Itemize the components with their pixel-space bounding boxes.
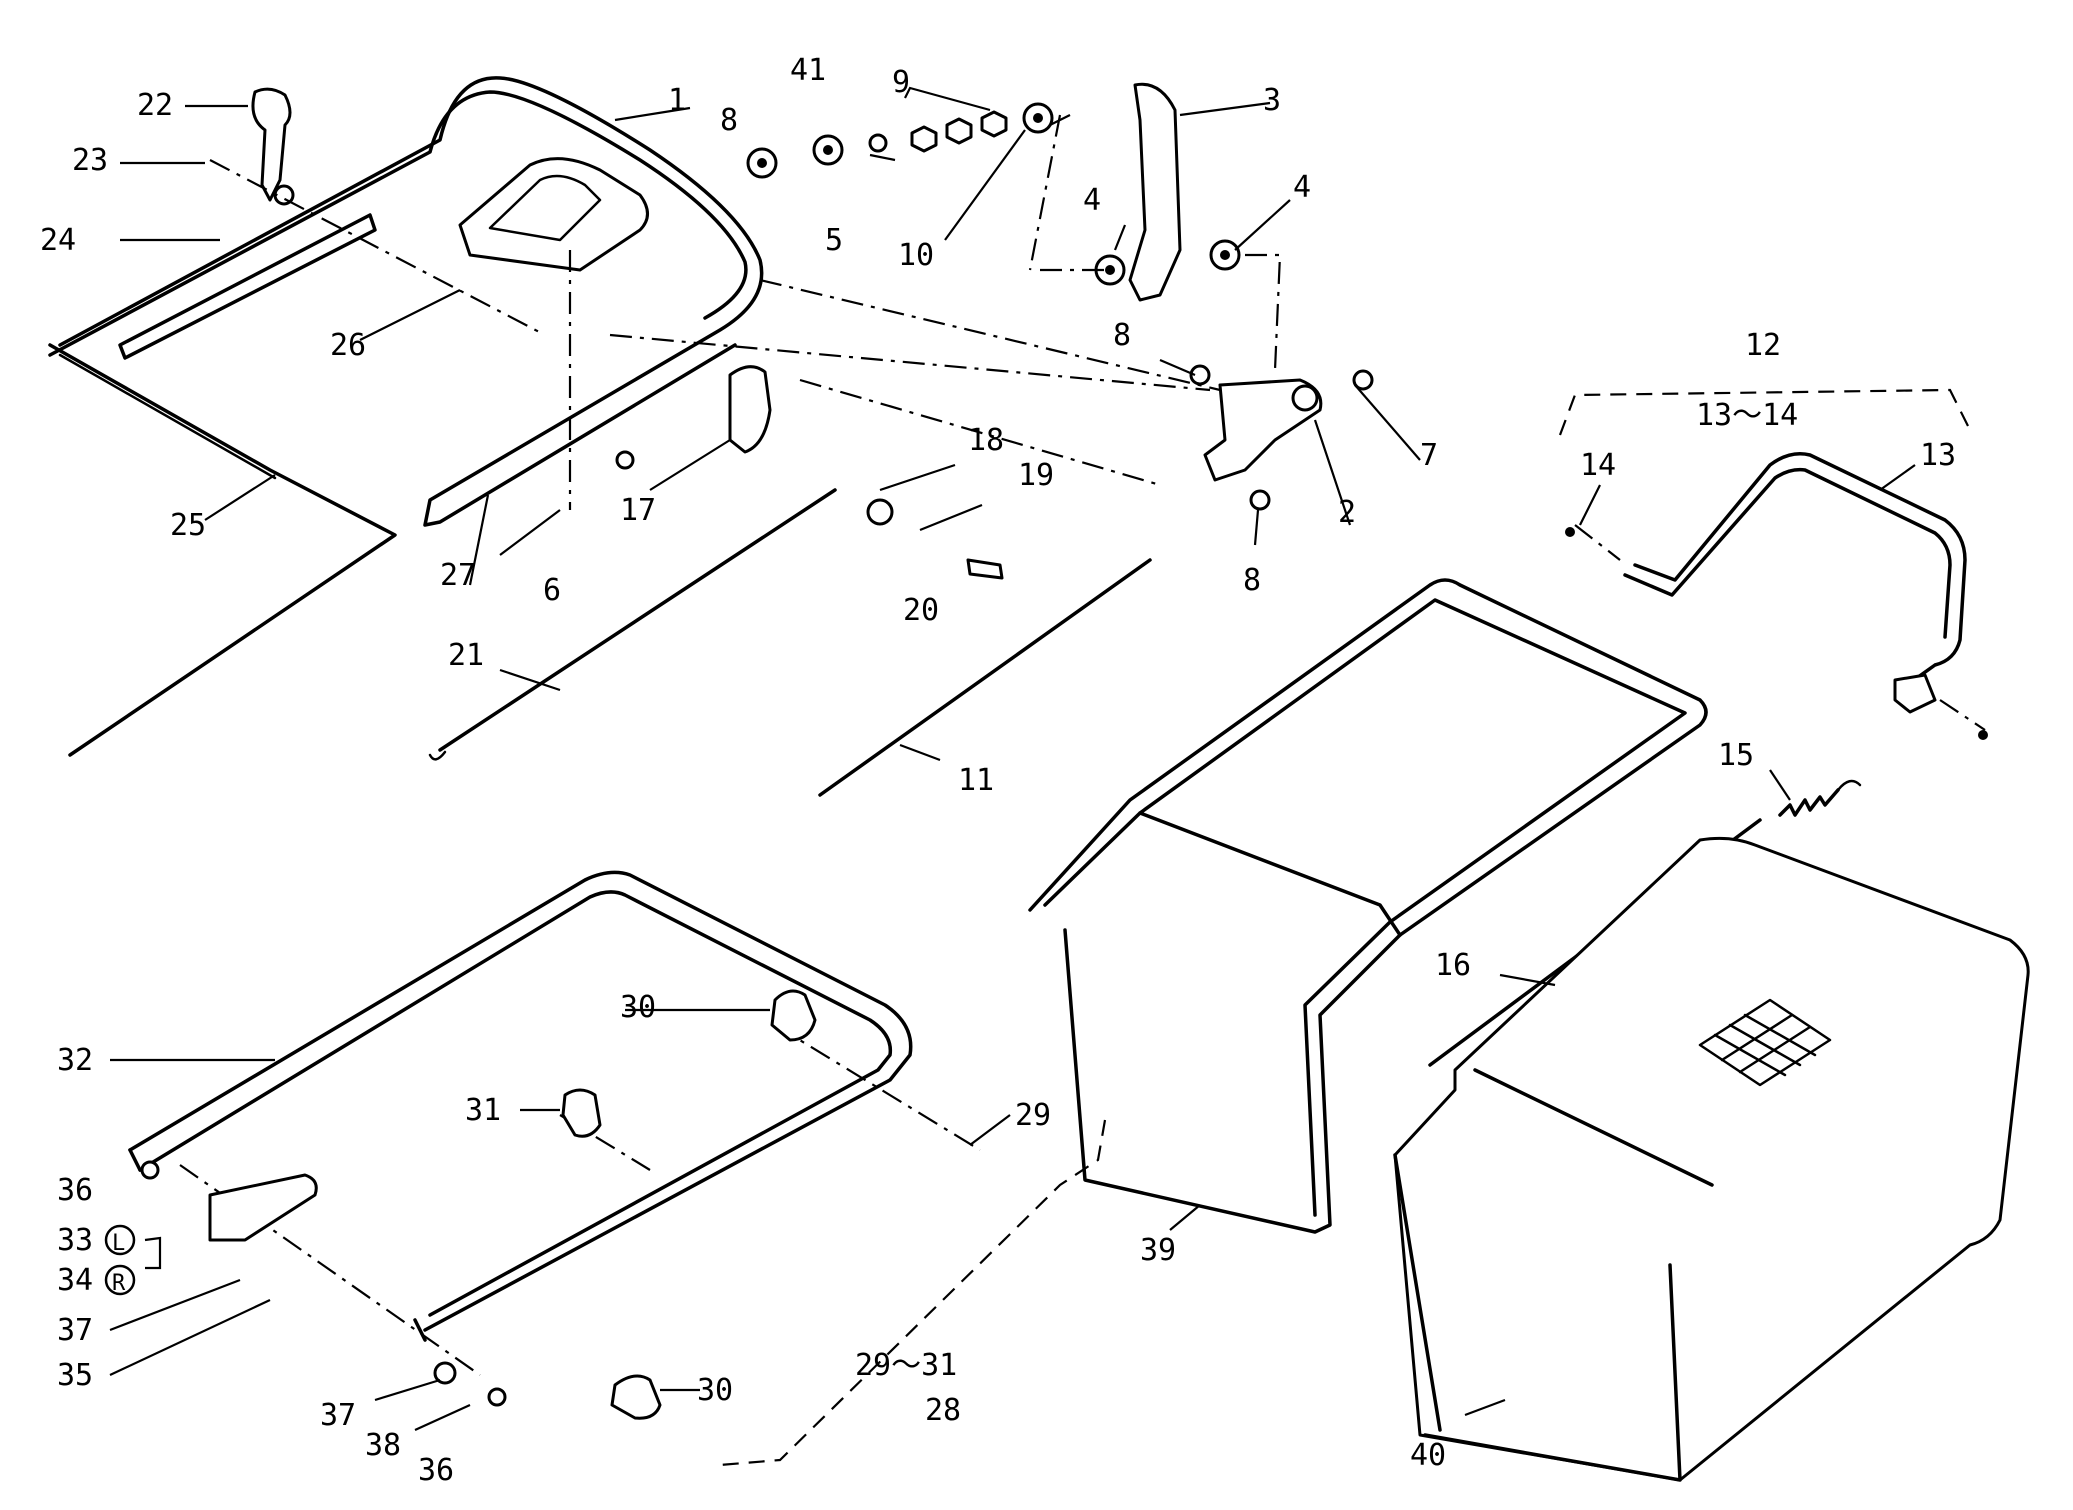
left-mark-circle [104, 1224, 136, 1256]
group-brackets [719, 388, 1971, 1467]
callout-28: 28 [925, 1393, 961, 1428]
callout-10: 10 [898, 238, 934, 273]
callout-22: 22 [137, 88, 173, 123]
callout-28-range: 29～31 [855, 1348, 957, 1383]
callout-34: 34 [57, 1263, 93, 1298]
grip-pad-part [458, 157, 649, 272]
callout-40: 40 [1410, 1438, 1446, 1473]
callout-24: 24 [40, 223, 76, 258]
callout-16: 16 [1435, 948, 1471, 983]
callout-17: 17 [620, 493, 656, 528]
callout-4a: 4 [1083, 183, 1101, 218]
callout-4b: 4 [1293, 170, 1311, 205]
callout-37a: 37 [57, 1313, 93, 1348]
callout-37b: 37 [320, 1398, 356, 1433]
callout-25: 25 [170, 508, 206, 543]
callout-38: 38 [365, 1428, 401, 1463]
mesh-vent [1698, 998, 1832, 1087]
callout-39: 39 [1140, 1233, 1176, 1268]
callout-6: 6 [543, 573, 561, 608]
callout-20: 20 [903, 593, 939, 628]
callout-14: 14 [1580, 448, 1616, 483]
callout-8a: 8 [720, 103, 738, 138]
bag-frame-part [1028, 578, 1708, 1234]
small-hardware-parts [251, 87, 1004, 580]
callout-2: 2 [1338, 495, 1356, 530]
callout-35: 35 [57, 1358, 93, 1393]
control-bail-part [48, 343, 397, 757]
callout-13: 13 [1920, 438, 1956, 473]
callout-3: 3 [1263, 83, 1281, 118]
callout-26: 26 [330, 328, 366, 363]
callout-34-mark: R [112, 1271, 126, 1296]
callout-36a: 36 [57, 1173, 93, 1208]
callout-41: 41 [790, 53, 826, 88]
callout-9: 9 [892, 65, 910, 100]
callout-8c: 8 [1243, 563, 1261, 598]
bag-handle-part [1565, 452, 1988, 740]
callout-11: 11 [958, 763, 994, 798]
spring-part [1778, 779, 1862, 817]
callout-7: 7 [1420, 438, 1438, 473]
callout-21: 21 [448, 638, 484, 673]
callout-12: 12 [1745, 328, 1781, 363]
callout-5: 5 [825, 223, 843, 258]
callout-15: 15 [1718, 738, 1754, 773]
callout-31: 31 [465, 1093, 501, 1128]
callout-33-mark: L [112, 1231, 125, 1256]
leader-lines [109, 86, 1916, 1432]
right-mark-circle [104, 1264, 136, 1296]
callout-32: 32 [57, 1043, 93, 1078]
callout-27: 27 [440, 558, 476, 593]
callout-19: 19 [1018, 458, 1054, 493]
callout-23: 23 [72, 143, 108, 178]
callout-30b: 30 [697, 1373, 733, 1408]
lower-handle-part [128, 870, 913, 1342]
assembly-lines [179, 114, 1986, 1376]
callout-36b: 36 [418, 1453, 454, 1488]
lever-bracket-part [1128, 82, 1323, 482]
callout-12-range: 13～14 [1696, 398, 1798, 433]
callout-8b: 8 [1113, 318, 1131, 353]
knob-parts [140, 989, 817, 1420]
grass-bag-part [1393, 836, 2030, 1482]
callout-33: 33 [57, 1223, 93, 1258]
callout-18: 18 [968, 423, 1004, 458]
callout-labels: 1 2 3 4 4 5 6 7 8 8 8 9 10 11 12 13～14 1… [40, 53, 1956, 1488]
callout-29: 29 [1015, 1098, 1051, 1133]
upper-handle-part [48, 76, 764, 527]
callout-1: 1 [668, 83, 686, 118]
callout-30a: 30 [620, 990, 656, 1025]
